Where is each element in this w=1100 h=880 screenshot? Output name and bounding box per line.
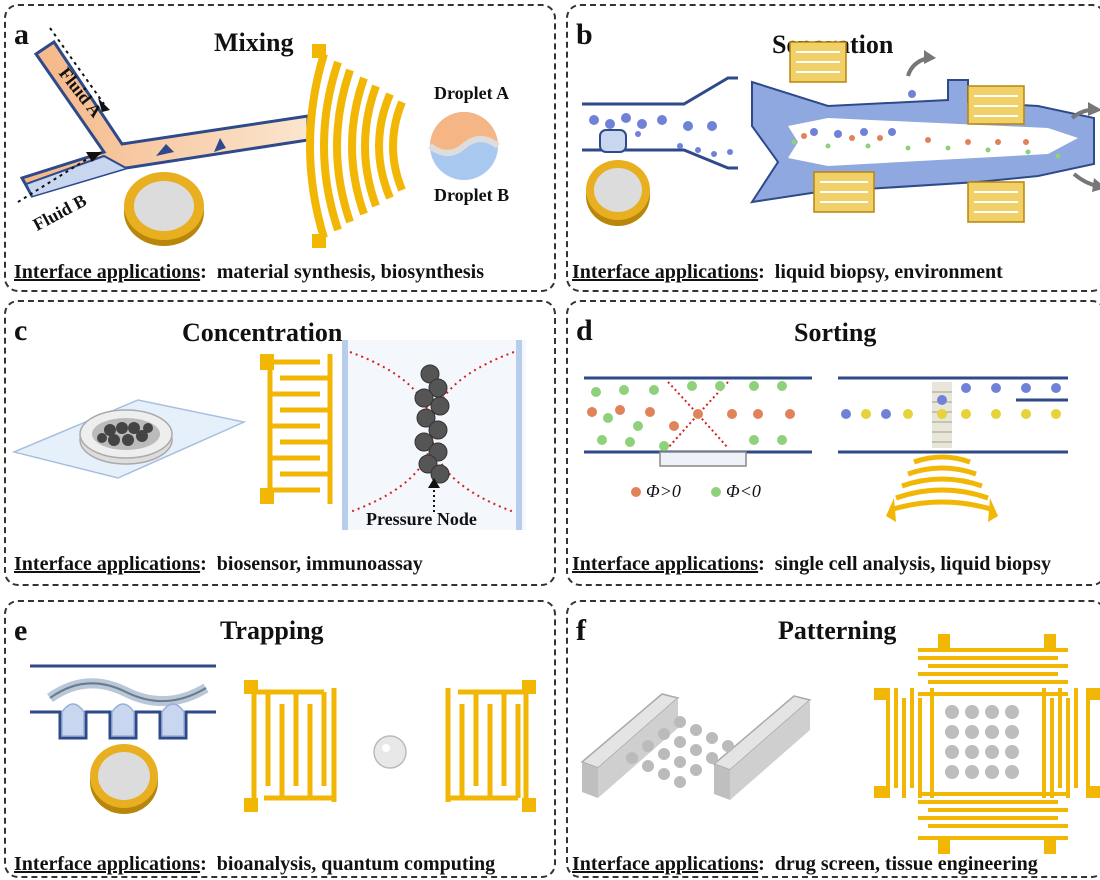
droplet-b-label: Droplet B: [434, 185, 510, 205]
concentration-device: [11, 340, 526, 530]
interface-label: Interface applications: [14, 853, 201, 875]
sorting-device: [584, 376, 1068, 522]
interface-values: material synthesis, biosynthesis: [216, 261, 485, 283]
interface-applications: Interface applications: biosensor, immun…: [14, 553, 423, 575]
fan-idt-electrode: [306, 44, 500, 248]
interface-label: Interface applications: [572, 261, 759, 283]
panel-title: Sorting: [794, 318, 877, 347]
interface-values: bioanalysis, quantum computing: [216, 853, 496, 875]
panel-mixing: a Mixing Fluid A Fluid B: [4, 4, 556, 292]
panel-title: Trapping: [220, 616, 324, 645]
panel-letter: d: [576, 314, 593, 347]
interface-values: liquid biopsy, environment: [774, 261, 1003, 283]
interface-label: Interface applications: [14, 553, 201, 575]
panel-sorting: d Sorting: [566, 300, 1100, 586]
y-mixer-channel: [17, 27, 310, 246]
patterning-device: [580, 634, 1100, 854]
panel-letter: e: [14, 614, 28, 647]
interface-applications: Interface applications: drug screen, tis…: [572, 853, 1038, 875]
panel-letter: a: [14, 18, 29, 51]
droplet-a-label: Droplet A: [434, 83, 510, 103]
panel-title: Concentration: [182, 318, 343, 347]
interface-applications: Interface applications: liquid biopsy, e…: [572, 261, 1003, 283]
interface-values: biosensor, immunoassay: [216, 553, 423, 575]
panel-concentration: c Concentration: [4, 300, 556, 586]
panel-title: Patterning: [778, 616, 897, 645]
interface-applications: Interface applications: bioanalysis, qua…: [14, 853, 496, 875]
panel-letter: c: [14, 314, 28, 347]
interface-values: single cell analysis, liquid biopsy: [774, 553, 1051, 575]
panel-title: Mixing: [214, 28, 294, 57]
separation-device: [582, 41, 1100, 226]
interface-applications: Interface applications: single cell anal…: [572, 553, 1051, 575]
panel-separation: b Separation: [566, 4, 1100, 292]
phi-negative-legend: Φ<0: [726, 481, 761, 501]
trapping-device: [30, 664, 536, 814]
interface-label: Interface applications: [572, 553, 759, 575]
interface-values: drug screen, tissue engineering: [774, 853, 1038, 875]
interface-label: Interface applications: [572, 853, 759, 875]
interface-applications: Interface applications: material synthes…: [14, 261, 485, 283]
phi-positive-legend: Φ>0: [646, 481, 681, 501]
panel-letter: f: [576, 614, 586, 647]
panel-trapping: e Trapping: [4, 600, 556, 878]
pressure-node-label: Pressure Node: [366, 509, 477, 529]
panel-patterning: f Patterning: [566, 600, 1100, 878]
panel-letter: b: [576, 18, 593, 51]
interface-label: Interface applications: [14, 261, 201, 283]
